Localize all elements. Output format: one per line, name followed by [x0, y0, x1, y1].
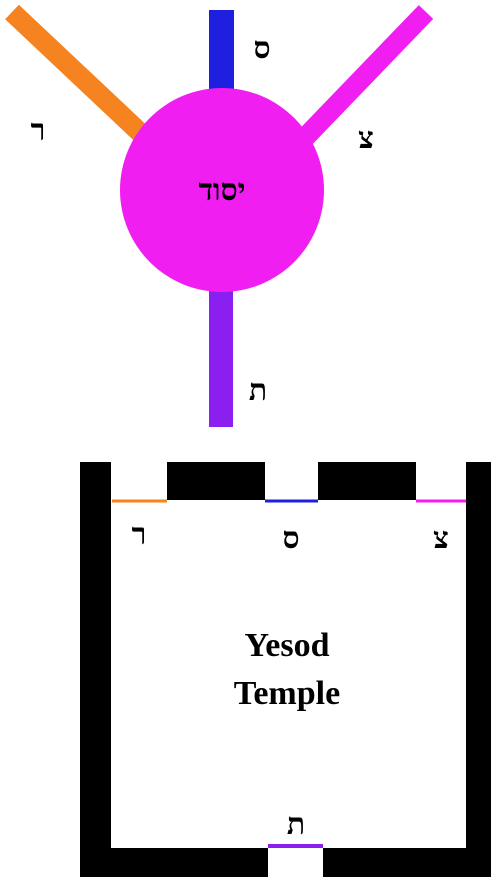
door-tsade-label: צ	[433, 521, 449, 556]
letter-tsade-label: צ	[358, 121, 374, 156]
letter-resh-label: ר	[31, 113, 46, 148]
temple-wall-top-segment-1	[167, 462, 265, 500]
door-tav-label: ת	[287, 807, 305, 842]
temple-wall-bottom-right	[323, 848, 491, 877]
letter-samekh-label: ס	[253, 31, 270, 66]
yesod-sphere	[120, 88, 324, 292]
temple-wall-bottom-left	[80, 848, 268, 877]
temple-title-line2: Temple	[234, 675, 340, 712]
door-resh-label: ר	[132, 517, 147, 552]
temple-diagram: ר ס צ ת Yesod Temple	[80, 462, 491, 877]
path-resh-orange	[5, 4, 157, 150]
sephirah-diagram: יסוד ר ס צ ת	[5, 4, 434, 427]
door-samekh-label: ס	[282, 521, 299, 556]
sphere-label-yesod: יסוד	[198, 173, 245, 208]
path-tsade-magenta	[287, 5, 434, 155]
temple-wall-top-segment-2	[318, 462, 416, 500]
temple-title-line1: Yesod	[244, 627, 329, 664]
temple-wall-right	[466, 462, 491, 877]
letter-tav-label: ת	[249, 373, 267, 408]
path-tav-violet	[209, 280, 233, 427]
temple-wall-left	[80, 462, 111, 877]
